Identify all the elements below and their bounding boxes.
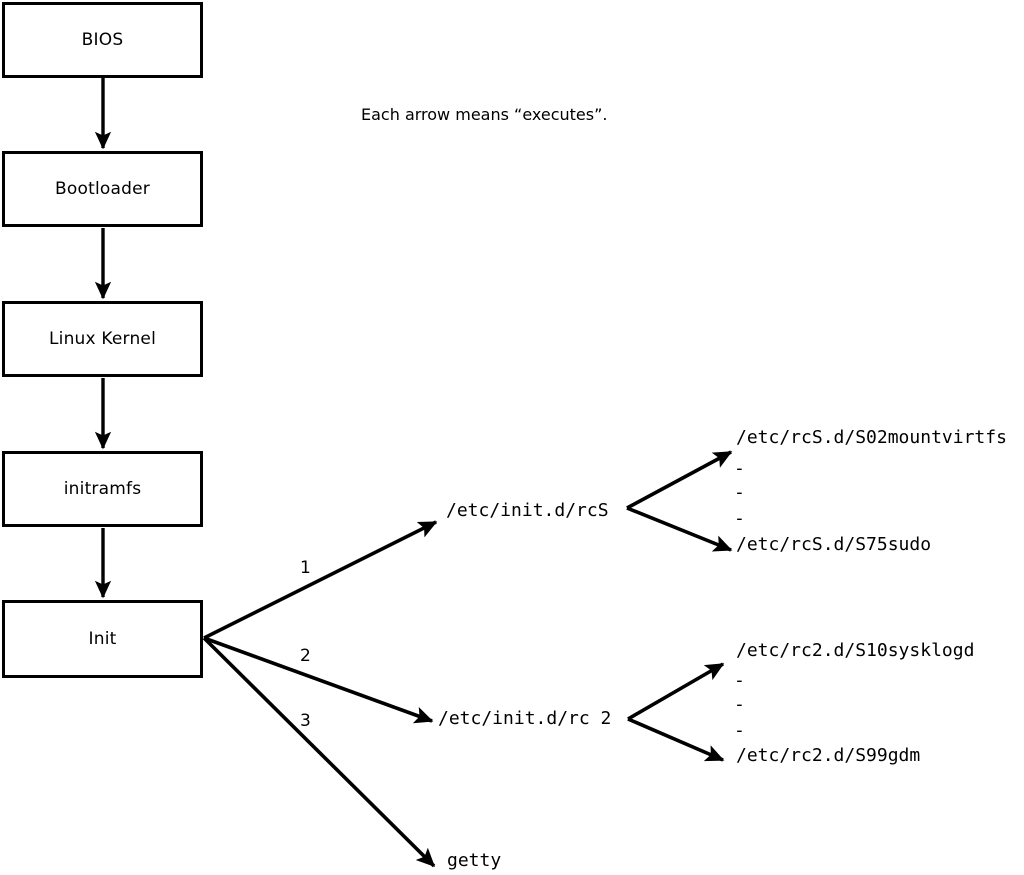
target-label-init-d-rcs[interactable]: /etc/init.d/rcS (446, 500, 609, 521)
leaf-label-rcs-s02mountvirtfs[interactable]: /etc/rcS.d/S02mountvirtfs (736, 427, 1007, 448)
leaf-label-rcs-s75sudo[interactable]: /etc/rcS.d/S75sudo (736, 534, 932, 555)
arrow-init-getty (202, 636, 436, 868)
node-box-bootloader[interactable]: Bootloader (2, 151, 203, 227)
node-box-bios[interactable]: BIOS (2, 2, 203, 78)
ellipsis-dash: - (734, 508, 745, 529)
node-label-linux-kernel: Linux Kernel (48, 329, 156, 349)
ellipsis-dash: - (734, 482, 745, 503)
target-label-init-d-rc2[interactable]: /etc/init.d/rc 2 (438, 708, 612, 729)
ellipsis-dash: - (734, 458, 745, 479)
node-label-init: Init (88, 629, 117, 649)
ellipsis-dash: - (734, 670, 745, 691)
node-label-bios: BIOS (81, 30, 124, 50)
edge-number-2: 2 (300, 646, 311, 666)
ellipsis-dash: - (734, 694, 745, 715)
node-label-initramfs: initramfs (63, 479, 142, 499)
node-box-linux-kernel[interactable]: Linux Kernel (2, 301, 203, 377)
arrow-rc2-last (627, 717, 725, 762)
arrow-init-rcs (203, 520, 438, 640)
ellipsis-rc2: - - - (734, 672, 745, 746)
arrow-rcs-first (626, 450, 733, 510)
node-box-initramfs[interactable]: initramfs (2, 451, 203, 527)
edge-number-1: 1 (300, 558, 311, 578)
legend-caption: Each arrow means “executes”. (361, 105, 608, 124)
node-box-init[interactable]: Init (2, 600, 203, 678)
target-label-getty[interactable]: getty (447, 850, 502, 871)
arrow-rcs-last (626, 506, 733, 552)
node-label-bootloader: Bootloader (55, 179, 150, 199)
leaf-label-rc2-s10sysklogd[interactable]: /etc/rc2.d/S10sysklogd (736, 640, 975, 661)
edge-number-3: 3 (300, 711, 311, 731)
leaf-label-rc2-s99gdm[interactable]: /etc/rc2.d/S99gdm (736, 745, 921, 766)
ellipsis-dash: - (734, 720, 745, 741)
arrow-init-rc2 (203, 636, 434, 724)
ellipsis-rcs: - - - (734, 460, 745, 534)
arrow-rc2-first (627, 662, 725, 721)
